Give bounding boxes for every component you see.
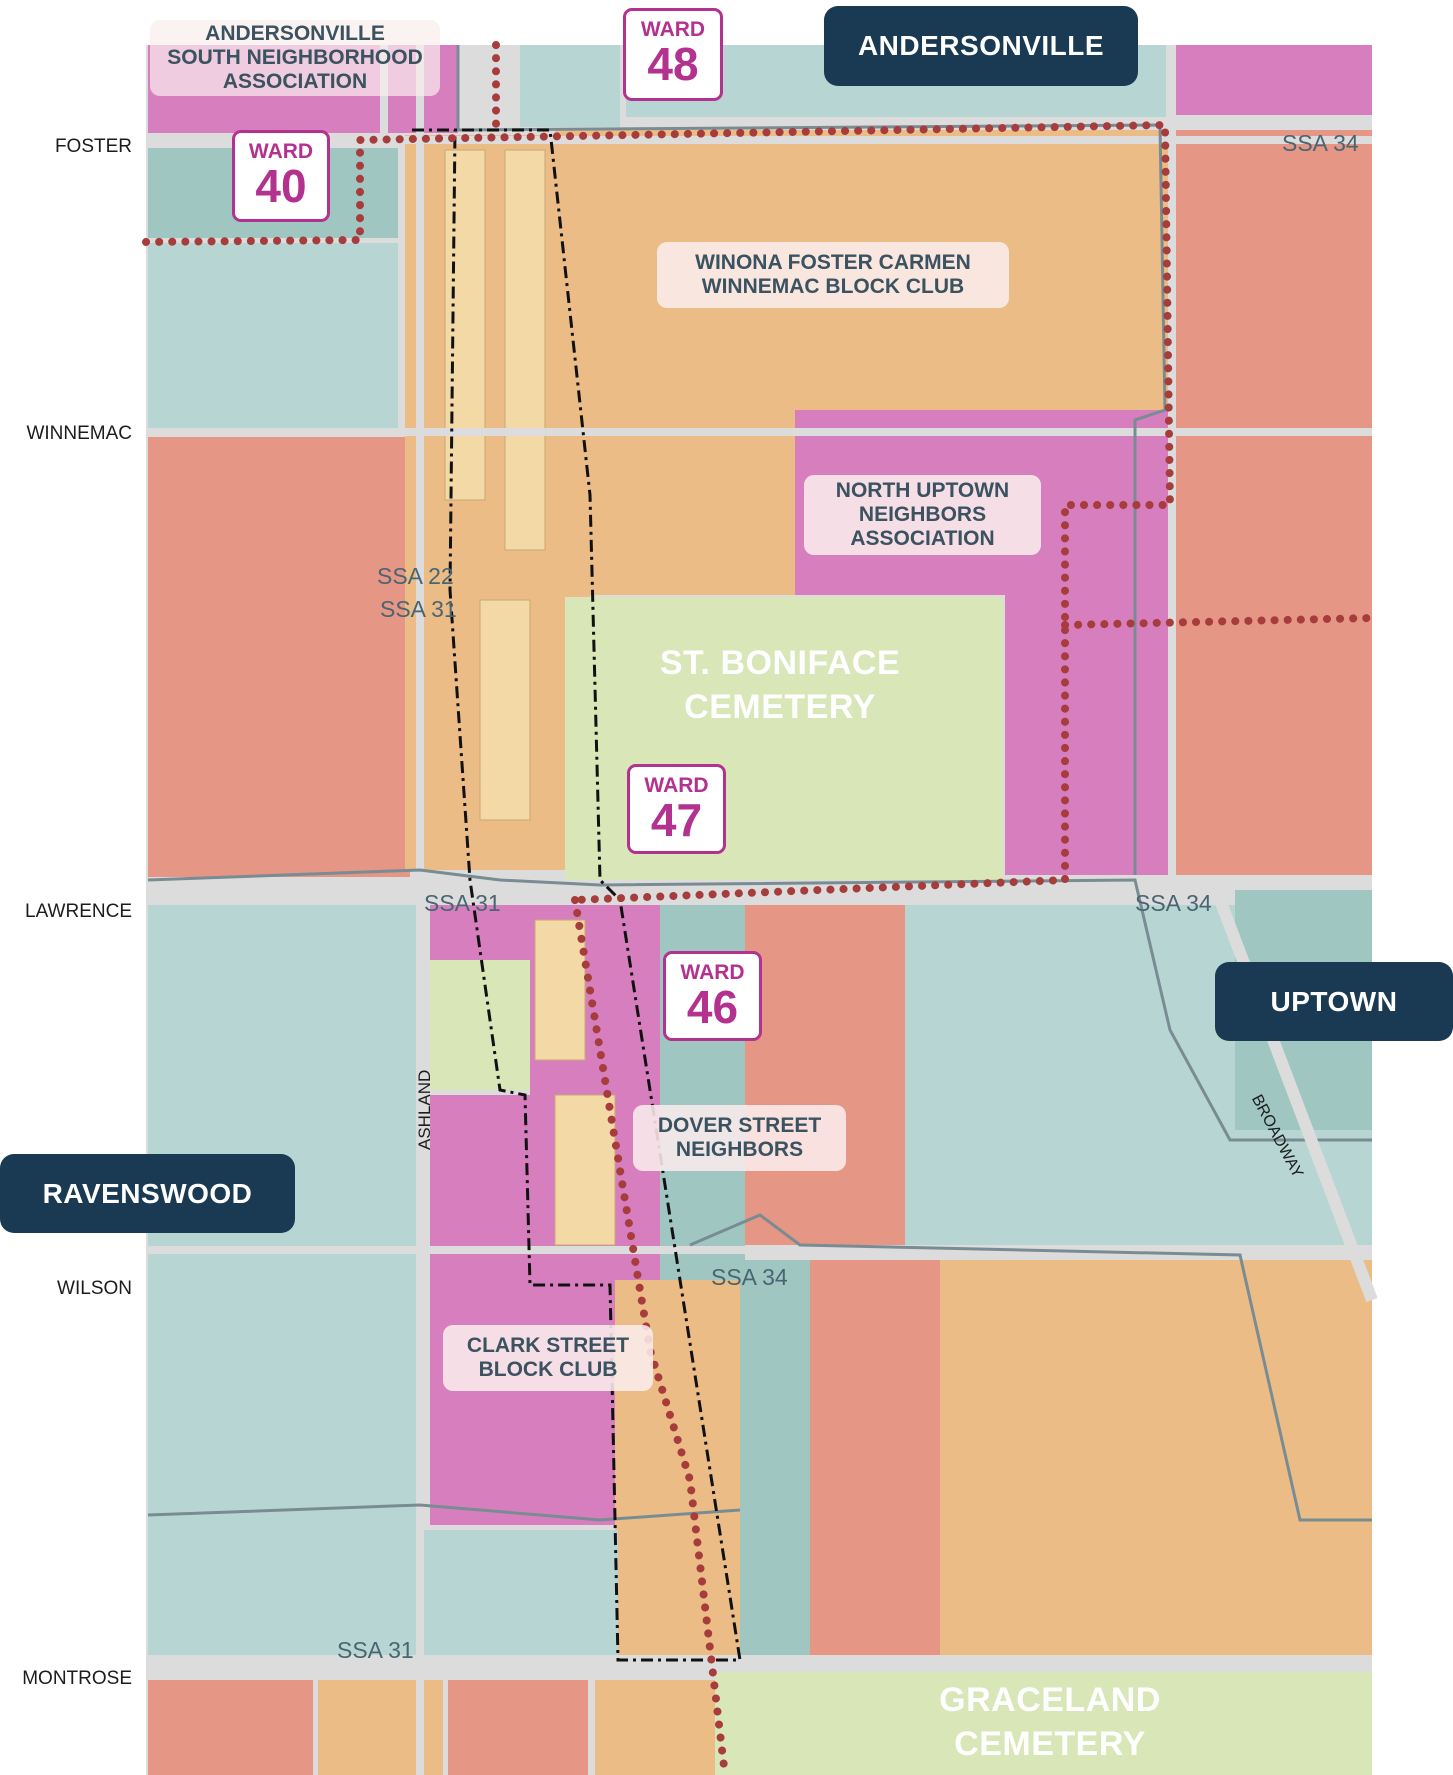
ward-48-label: WARD	[640, 18, 706, 41]
ward-46-number: 46	[686, 981, 739, 1033]
ward-48-badge: WARD 48	[623, 8, 723, 101]
ssa-label-34-wilson: SSA 34	[711, 1264, 788, 1290]
ward-47-label: WARD	[644, 774, 709, 797]
assoc-dover-line1: DOVER STREET	[657, 1114, 822, 1137]
ward-boundaries	[142, 41, 1376, 1775]
ward-40-number: 40	[255, 160, 307, 212]
assoc-clark: CLARK STREET BLOCK CLUB	[443, 1325, 653, 1391]
block-ne-magenta	[1170, 45, 1372, 115]
block-s-teal	[740, 1260, 810, 1660]
lawrence-street	[146, 880, 1372, 898]
block-nw-teal	[148, 243, 398, 428]
assoc-clark-line2: BLOCK CLUB	[478, 1358, 618, 1381]
street-label-wilson: WILSON	[57, 1278, 132, 1299]
ward-46-badge: WARD 46	[663, 951, 762, 1041]
block-winona-orange-2	[555, 410, 795, 595]
ward-47-badge: WARD 47	[627, 764, 726, 854]
region-uptown: UPTOWN	[1215, 962, 1453, 1041]
graceland-line1: GRACELAND	[939, 1681, 1161, 1719]
assoc-north-uptown-line3: ASSOCIATION	[850, 527, 995, 550]
corridor-boundary	[412, 128, 742, 1662]
st-boniface-label: ST. BONIFACE CEMETERY	[610, 641, 950, 729]
block-n-teal	[520, 45, 620, 127]
ssa-label-31-lawrence: SSA 31	[424, 890, 501, 916]
street-label-lawrence: LAWRENCE	[25, 901, 132, 922]
street-label-ashland: ASHLAND	[415, 1069, 434, 1150]
assoc-andersonville-south-line1: ANDERSONVILLE	[205, 22, 385, 45]
ward-40-badge: WARD 40	[232, 130, 330, 222]
block-ashland-green	[430, 960, 530, 1090]
street-label-montrose: MONTROSE	[22, 1668, 132, 1689]
st-boniface-line2: CEMETERY	[684, 688, 876, 726]
building-footprints-n	[444, 149, 546, 821]
block-ashland-magenta-2	[430, 1095, 540, 1525]
ward-40-label: WARD	[248, 140, 314, 163]
block-bottom-orange	[318, 1680, 443, 1775]
ward-48-number: 48	[647, 38, 699, 90]
montrose-street	[146, 1655, 1372, 1675]
assoc-north-uptown: NORTH UPTOWN NEIGHBORS ASSOCIATION	[804, 475, 1041, 555]
ssa-label-31-mid: SSA 31	[380, 596, 457, 622]
block-w-salmon	[148, 437, 410, 877]
assoc-andersonville-south-line3: ASSOCIATION	[222, 70, 368, 93]
street-label-winnemac: WINNEMAC	[26, 423, 132, 444]
block-sw-teal-2	[148, 1530, 618, 1660]
assoc-dover: DOVER STREET NEIGHBORS	[633, 1105, 846, 1171]
assoc-dover-line2: NEIGHBORS	[675, 1138, 804, 1161]
assoc-north-uptown-line1: NORTH UPTOWN	[835, 479, 1010, 502]
graceland-line2: CEMETERY	[954, 1725, 1146, 1763]
ward-47-number: 47	[650, 794, 703, 846]
assoc-winona: WINONA FOSTER CARMEN WINNEMAC BLOCK CLUB	[657, 242, 1009, 308]
assoc-north-uptown-line2: NEIGHBORS	[858, 503, 987, 526]
block-bottom-salmon-2	[448, 1680, 588, 1775]
graceland-label: GRACELAND CEMETERY	[880, 1678, 1220, 1766]
ssa-label-34-lawrence: SSA 34	[1135, 890, 1212, 916]
block-dover-salmon	[745, 905, 905, 1245]
street-label-foster: FOSTER	[54, 136, 132, 157]
ssa-label-34-top: SSA 34	[1282, 130, 1359, 156]
block-bottom-orange-2	[595, 1680, 715, 1775]
block-e-salmon	[1175, 130, 1372, 875]
graceland-cemetery	[715, 1672, 1372, 1775]
ssa-label-31-bottom: SSA 31	[337, 1637, 414, 1663]
block-se-salmon	[810, 1260, 940, 1660]
region-andersonville: ANDERSONVILLE	[824, 6, 1138, 86]
block-se-orange	[940, 1260, 1372, 1660]
block-ashland-magenta	[430, 905, 530, 960]
block-north-uptown-magenta-2	[1005, 595, 1170, 875]
assoc-andersonville-south-line2: SOUTH NEIGHBORHOOD	[167, 46, 423, 69]
ssa-label-22: SSA 22	[377, 563, 454, 589]
st-boniface-line1: ST. BONIFACE	[659, 644, 901, 682]
ward-46-label: WARD	[680, 961, 745, 984]
assoc-clark-line1: CLARK STREET	[466, 1334, 630, 1357]
ssa-boundary	[147, 45, 1372, 1522]
block-bottom-salmon	[148, 1680, 313, 1775]
assoc-winona-line2: WINNEMAC BLOCK CLUB	[701, 275, 965, 298]
region-ravenswood: RAVENSWOOD	[0, 1154, 295, 1233]
assoc-winona-line1: WINONA FOSTER CARMEN	[695, 251, 971, 274]
assoc-andersonville-south: ANDERSONVILLE SOUTH NEIGHBORHOOD ASSOCIA…	[150, 20, 440, 96]
